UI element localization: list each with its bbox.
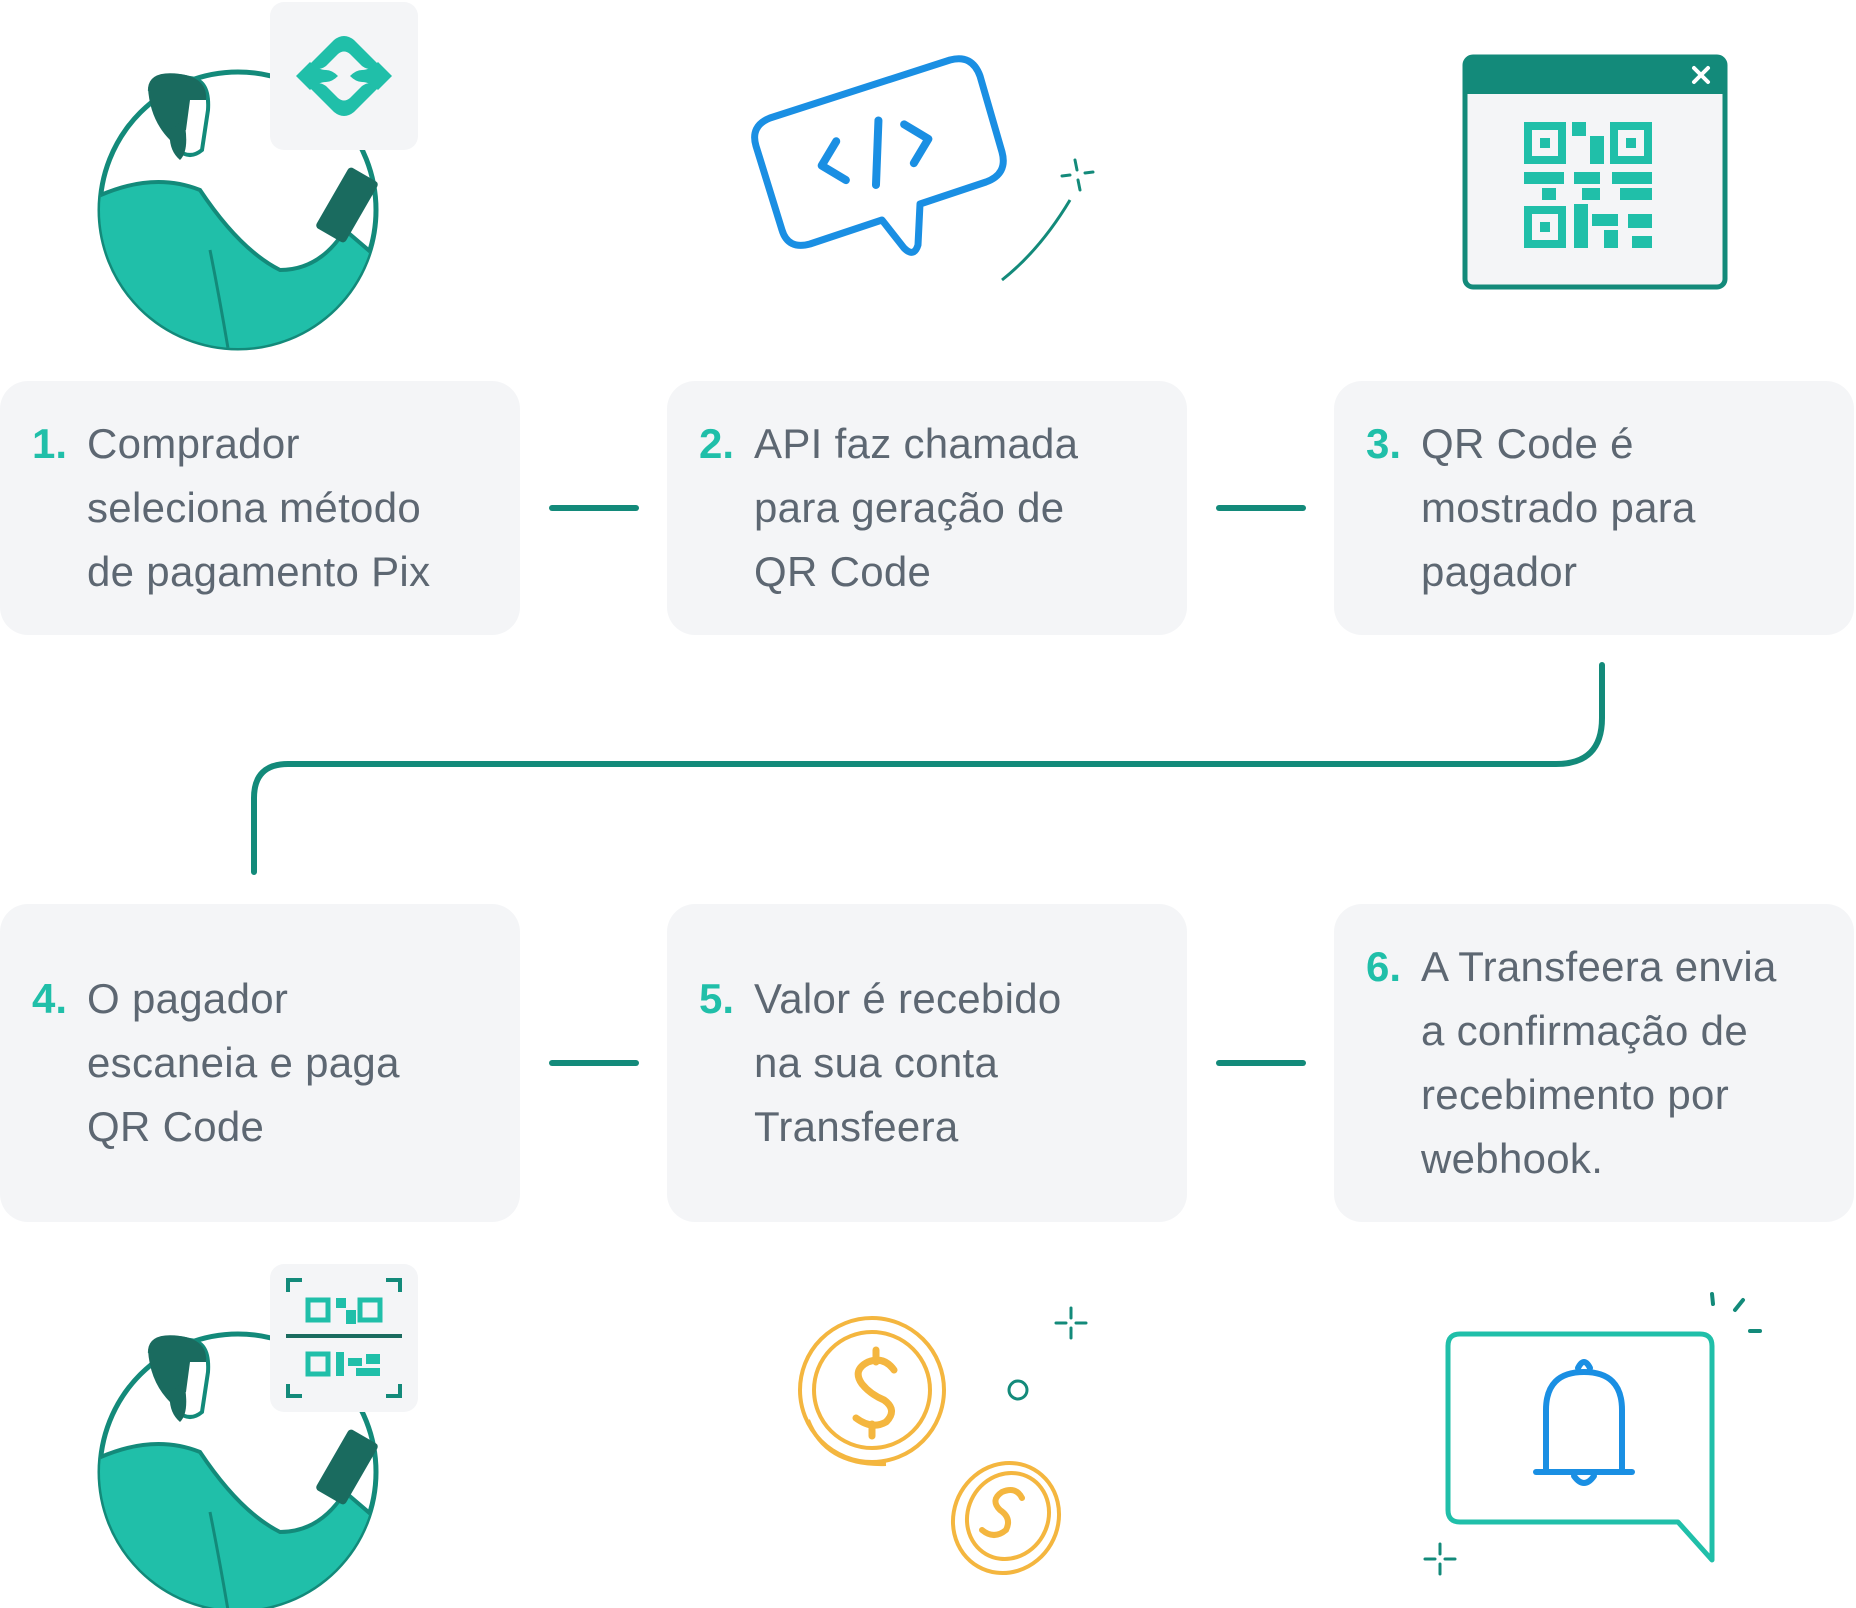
coins-icon bbox=[798, 1306, 1088, 1576]
step-number: 3. bbox=[1366, 420, 1402, 467]
person-phone-pix-icon bbox=[97, 2, 418, 351]
code-bubble-icon bbox=[751, 55, 1095, 282]
step-card-2: 2. API faz chamada para geração de QR Co… bbox=[667, 381, 1187, 635]
step-number: 6. bbox=[1366, 943, 1402, 990]
step-number: 5. bbox=[699, 975, 735, 1022]
bell-notification-icon bbox=[1423, 1292, 1762, 1576]
step-card-5: 5. Valor é recebido na sua conta Transfe… bbox=[667, 904, 1187, 1222]
step-card-6: 6. A Transfeera envia a confirmação de r… bbox=[1334, 904, 1854, 1222]
step-number: 2. bbox=[699, 420, 735, 467]
step-text: A Transfeera envia a confirmação de rece… bbox=[1421, 943, 1777, 1182]
person-scan-qr-icon bbox=[97, 1264, 418, 1608]
step-card-4: 4. O pagador escaneia e paga QR Code bbox=[0, 904, 520, 1222]
step-text: QR Code é mostrado para pagador bbox=[1421, 420, 1696, 595]
step-card-1: 1. Comprador seleciona método de pagamen… bbox=[0, 381, 520, 635]
elbow-connector-line bbox=[251, 662, 1605, 875]
step-text: API faz chamada para geração de QR Code bbox=[754, 420, 1079, 595]
qr-window-icon bbox=[1462, 54, 1728, 290]
connector-line bbox=[1216, 505, 1306, 511]
connector-line bbox=[549, 505, 639, 511]
step-number: 4. bbox=[32, 975, 68, 1022]
connector-line bbox=[549, 1060, 639, 1066]
step-text: O pagador escaneia e paga QR Code bbox=[87, 975, 400, 1150]
step-card-3: 3. QR Code é mostrado para pagador bbox=[1334, 381, 1854, 635]
step-text: Valor é recebido na sua conta Transfeera bbox=[754, 975, 1062, 1150]
connector-line bbox=[1216, 1060, 1306, 1066]
step-text: Comprador seleciona método de pagamento … bbox=[87, 420, 431, 595]
step-number: 1. bbox=[32, 420, 68, 467]
